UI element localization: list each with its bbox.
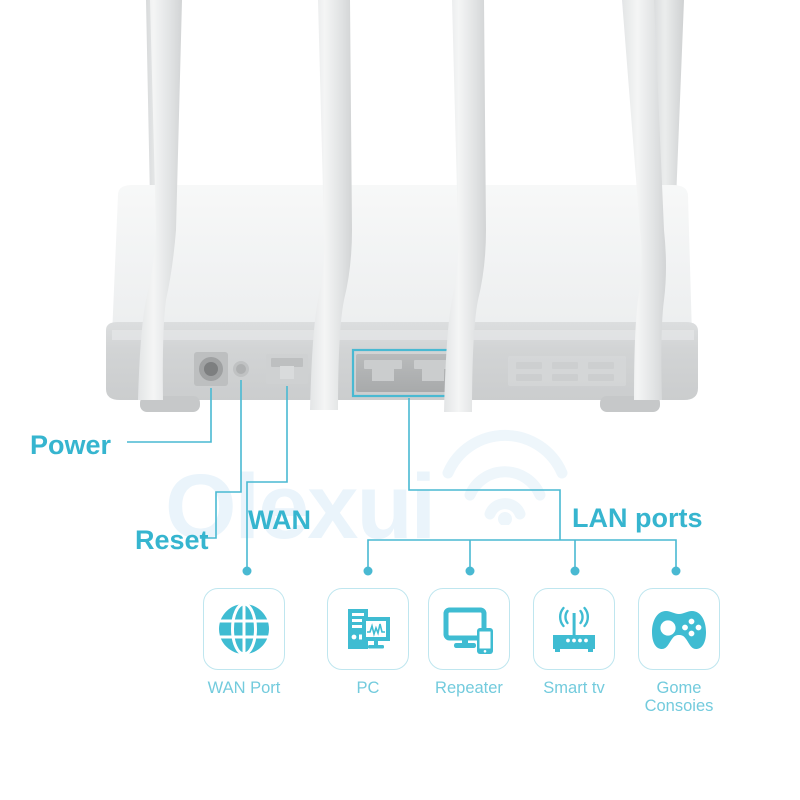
wan-port	[266, 354, 308, 384]
leader-bus-lan	[367, 539, 677, 568]
device-card-label: Smart tv	[543, 679, 605, 697]
leader-dot-wanport	[242, 566, 252, 576]
device-card-label: WAN Port	[207, 679, 281, 697]
desktop-computer-icon	[348, 609, 390, 649]
leader-dot-game	[671, 566, 681, 576]
leader-dot-pc	[363, 566, 373, 576]
device-card-label: Repeater	[435, 679, 503, 697]
port-label-power: Power	[30, 430, 112, 460]
power-jack-port	[194, 352, 228, 386]
reset-button-port	[233, 361, 249, 377]
leader-line-lan	[408, 398, 561, 540]
globe-icon	[219, 602, 269, 656]
device-card-label: PC	[356, 679, 380, 697]
port-label-reset: Reset	[135, 525, 209, 555]
device-card-box[interactable]	[327, 588, 409, 670]
port-label-lan: LAN ports	[572, 503, 703, 533]
wifi-router-image	[106, 0, 698, 412]
device-card-box[interactable]	[428, 588, 510, 670]
device-card-box[interactable]	[203, 588, 285, 670]
leader-line-wan	[246, 386, 288, 540]
watermark-text: Olexui	[165, 456, 436, 558]
device-card-label: Gome Consoies	[644, 679, 714, 715]
router-top-shell	[112, 185, 692, 336]
leader-line-power	[127, 388, 212, 443]
leader-dot-smarttv	[570, 566, 580, 576]
wifi-signal-watermark-icon	[442, 429, 568, 525]
gamepad-icon	[652, 611, 706, 649]
set-top-box-antenna-icon	[553, 606, 595, 652]
antenna-group-front	[138, 0, 666, 412]
leader-line-reset	[200, 380, 242, 539]
device-card-box[interactable]	[533, 588, 615, 670]
port-label-wan: WAN	[248, 505, 311, 535]
router-vent-strip	[508, 356, 626, 386]
leader-dot-repeater	[465, 566, 475, 576]
device-card-box[interactable]	[638, 588, 720, 670]
monitor-phone-icon	[443, 607, 493, 654]
